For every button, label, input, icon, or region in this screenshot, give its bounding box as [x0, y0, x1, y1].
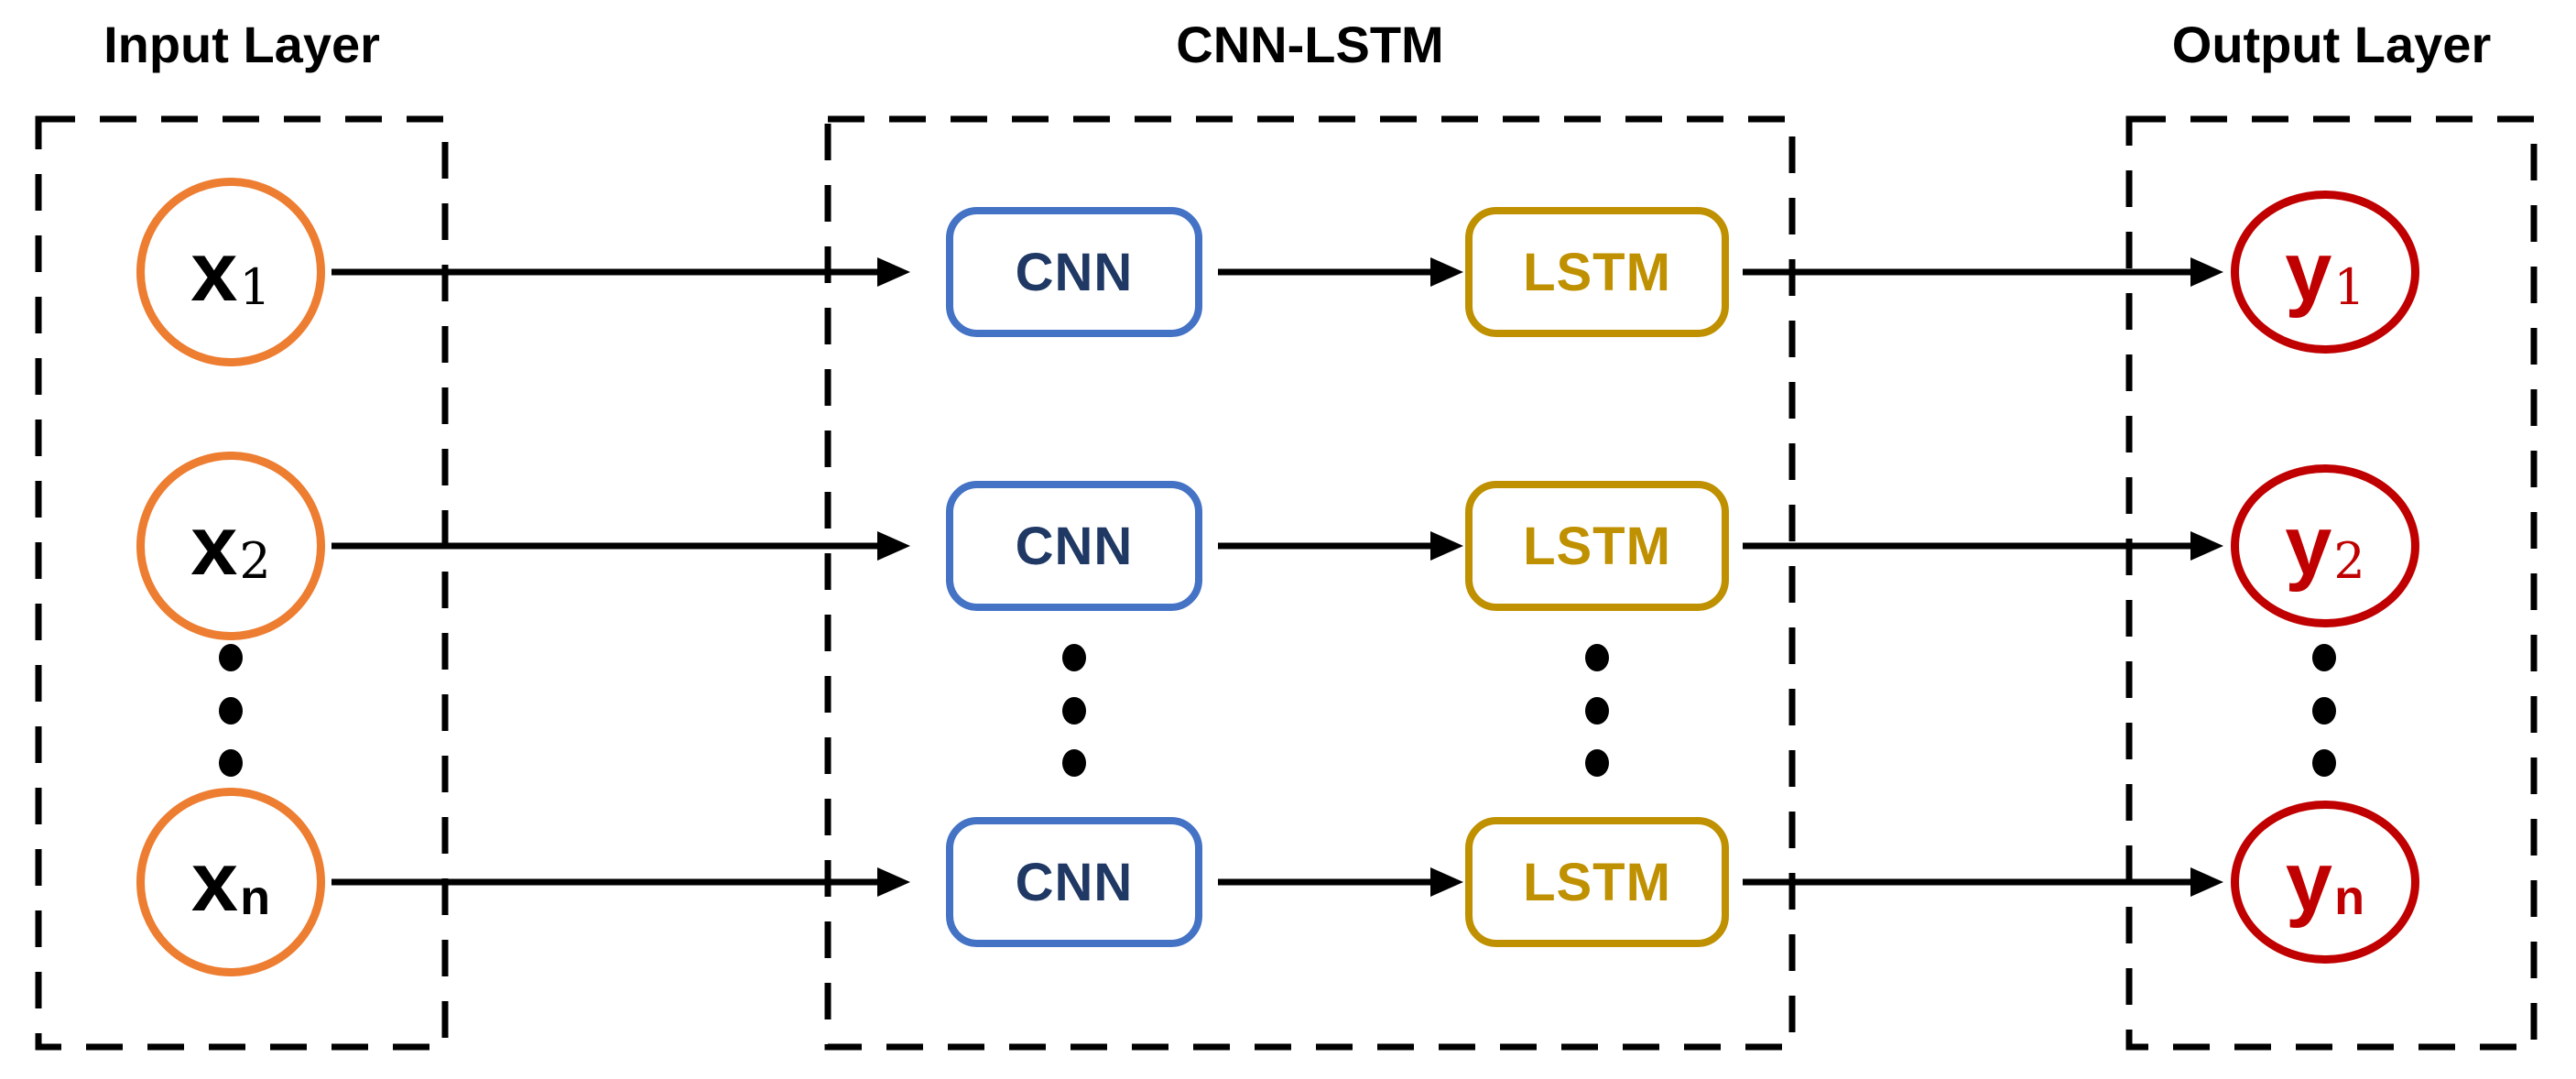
output-column-ellipsis	[2312, 644, 2336, 777]
arrowhead-icon	[877, 531, 910, 561]
arrowhead-icon	[877, 257, 910, 287]
dot	[2312, 697, 2336, 725]
node-subscript: 2	[239, 532, 271, 591]
input-layer-dashed-box	[35, 115, 449, 1051]
node-label: y	[2285, 225, 2332, 319]
node-subscript: n	[2334, 870, 2365, 926]
dot	[219, 697, 243, 725]
output-layer-dashed-box	[2125, 115, 2538, 1051]
arrowhead-icon	[2190, 867, 2223, 897]
arrowhead-icon	[1430, 867, 1463, 897]
lstm-block-rown: LSTM	[1465, 817, 1729, 947]
arrowhead-icon	[877, 867, 910, 897]
dot	[1585, 697, 1609, 725]
arrowhead-icon	[1430, 257, 1463, 287]
cnn-column-ellipsis	[1062, 644, 1086, 777]
cnn-lstm-dashed-box	[824, 115, 1796, 1051]
node-subscript: 2	[2333, 532, 2365, 591]
node-label: x	[190, 835, 239, 929]
dot	[1585, 749, 1609, 777]
arrow-cnn1-to-lstm1	[1218, 257, 1463, 287]
arrow-cnn2-to-lstm2	[1218, 531, 1463, 561]
node-subscript: 1	[239, 258, 271, 317]
lstm-block-row1: LSTM	[1465, 207, 1729, 337]
arrow-x1-to-cnn	[332, 257, 910, 287]
input-layer-title: Input Layer	[103, 15, 380, 73]
dot	[219, 749, 243, 777]
arrow-xn-to-cnn	[332, 867, 910, 897]
arrowhead-icon	[2190, 257, 2223, 287]
lstm-block-row2: LSTM	[1465, 481, 1729, 611]
arrow-cnnn-to-lstmn	[1218, 867, 1463, 897]
arrowhead-icon	[1430, 531, 1463, 561]
node-label: x	[190, 499, 238, 593]
node-label: x	[190, 225, 238, 319]
arrow-x2-to-cnn	[332, 531, 910, 561]
arrow-lstm1-to-y1	[1743, 257, 2223, 287]
dot	[1062, 644, 1086, 671]
input-column-ellipsis	[219, 644, 243, 777]
node-subscript: 1	[2333, 258, 2365, 317]
dot	[1062, 749, 1086, 777]
dot	[219, 644, 243, 671]
dot	[2312, 644, 2336, 671]
cnn-block-row1: CNN	[946, 207, 1202, 337]
node-label: y	[2285, 835, 2333, 929]
cnn-lstm-title: CNN-LSTM	[1176, 15, 1444, 73]
output-layer-title: Output Layer	[2171, 15, 2492, 73]
lstm-column-ellipsis	[1585, 644, 1609, 777]
dot	[1062, 697, 1086, 725]
dot	[2312, 749, 2336, 777]
cnn-block-rown: CNN	[946, 817, 1202, 947]
arrow-lstmn-to-yn	[1743, 867, 2223, 897]
arrowhead-icon	[2190, 531, 2223, 561]
dot	[1585, 644, 1609, 671]
node-subscript: n	[240, 870, 271, 926]
arrow-lstm2-to-y2	[1743, 531, 2223, 561]
cnn-block-row2: CNN	[946, 481, 1202, 611]
node-label: y	[2285, 499, 2332, 593]
